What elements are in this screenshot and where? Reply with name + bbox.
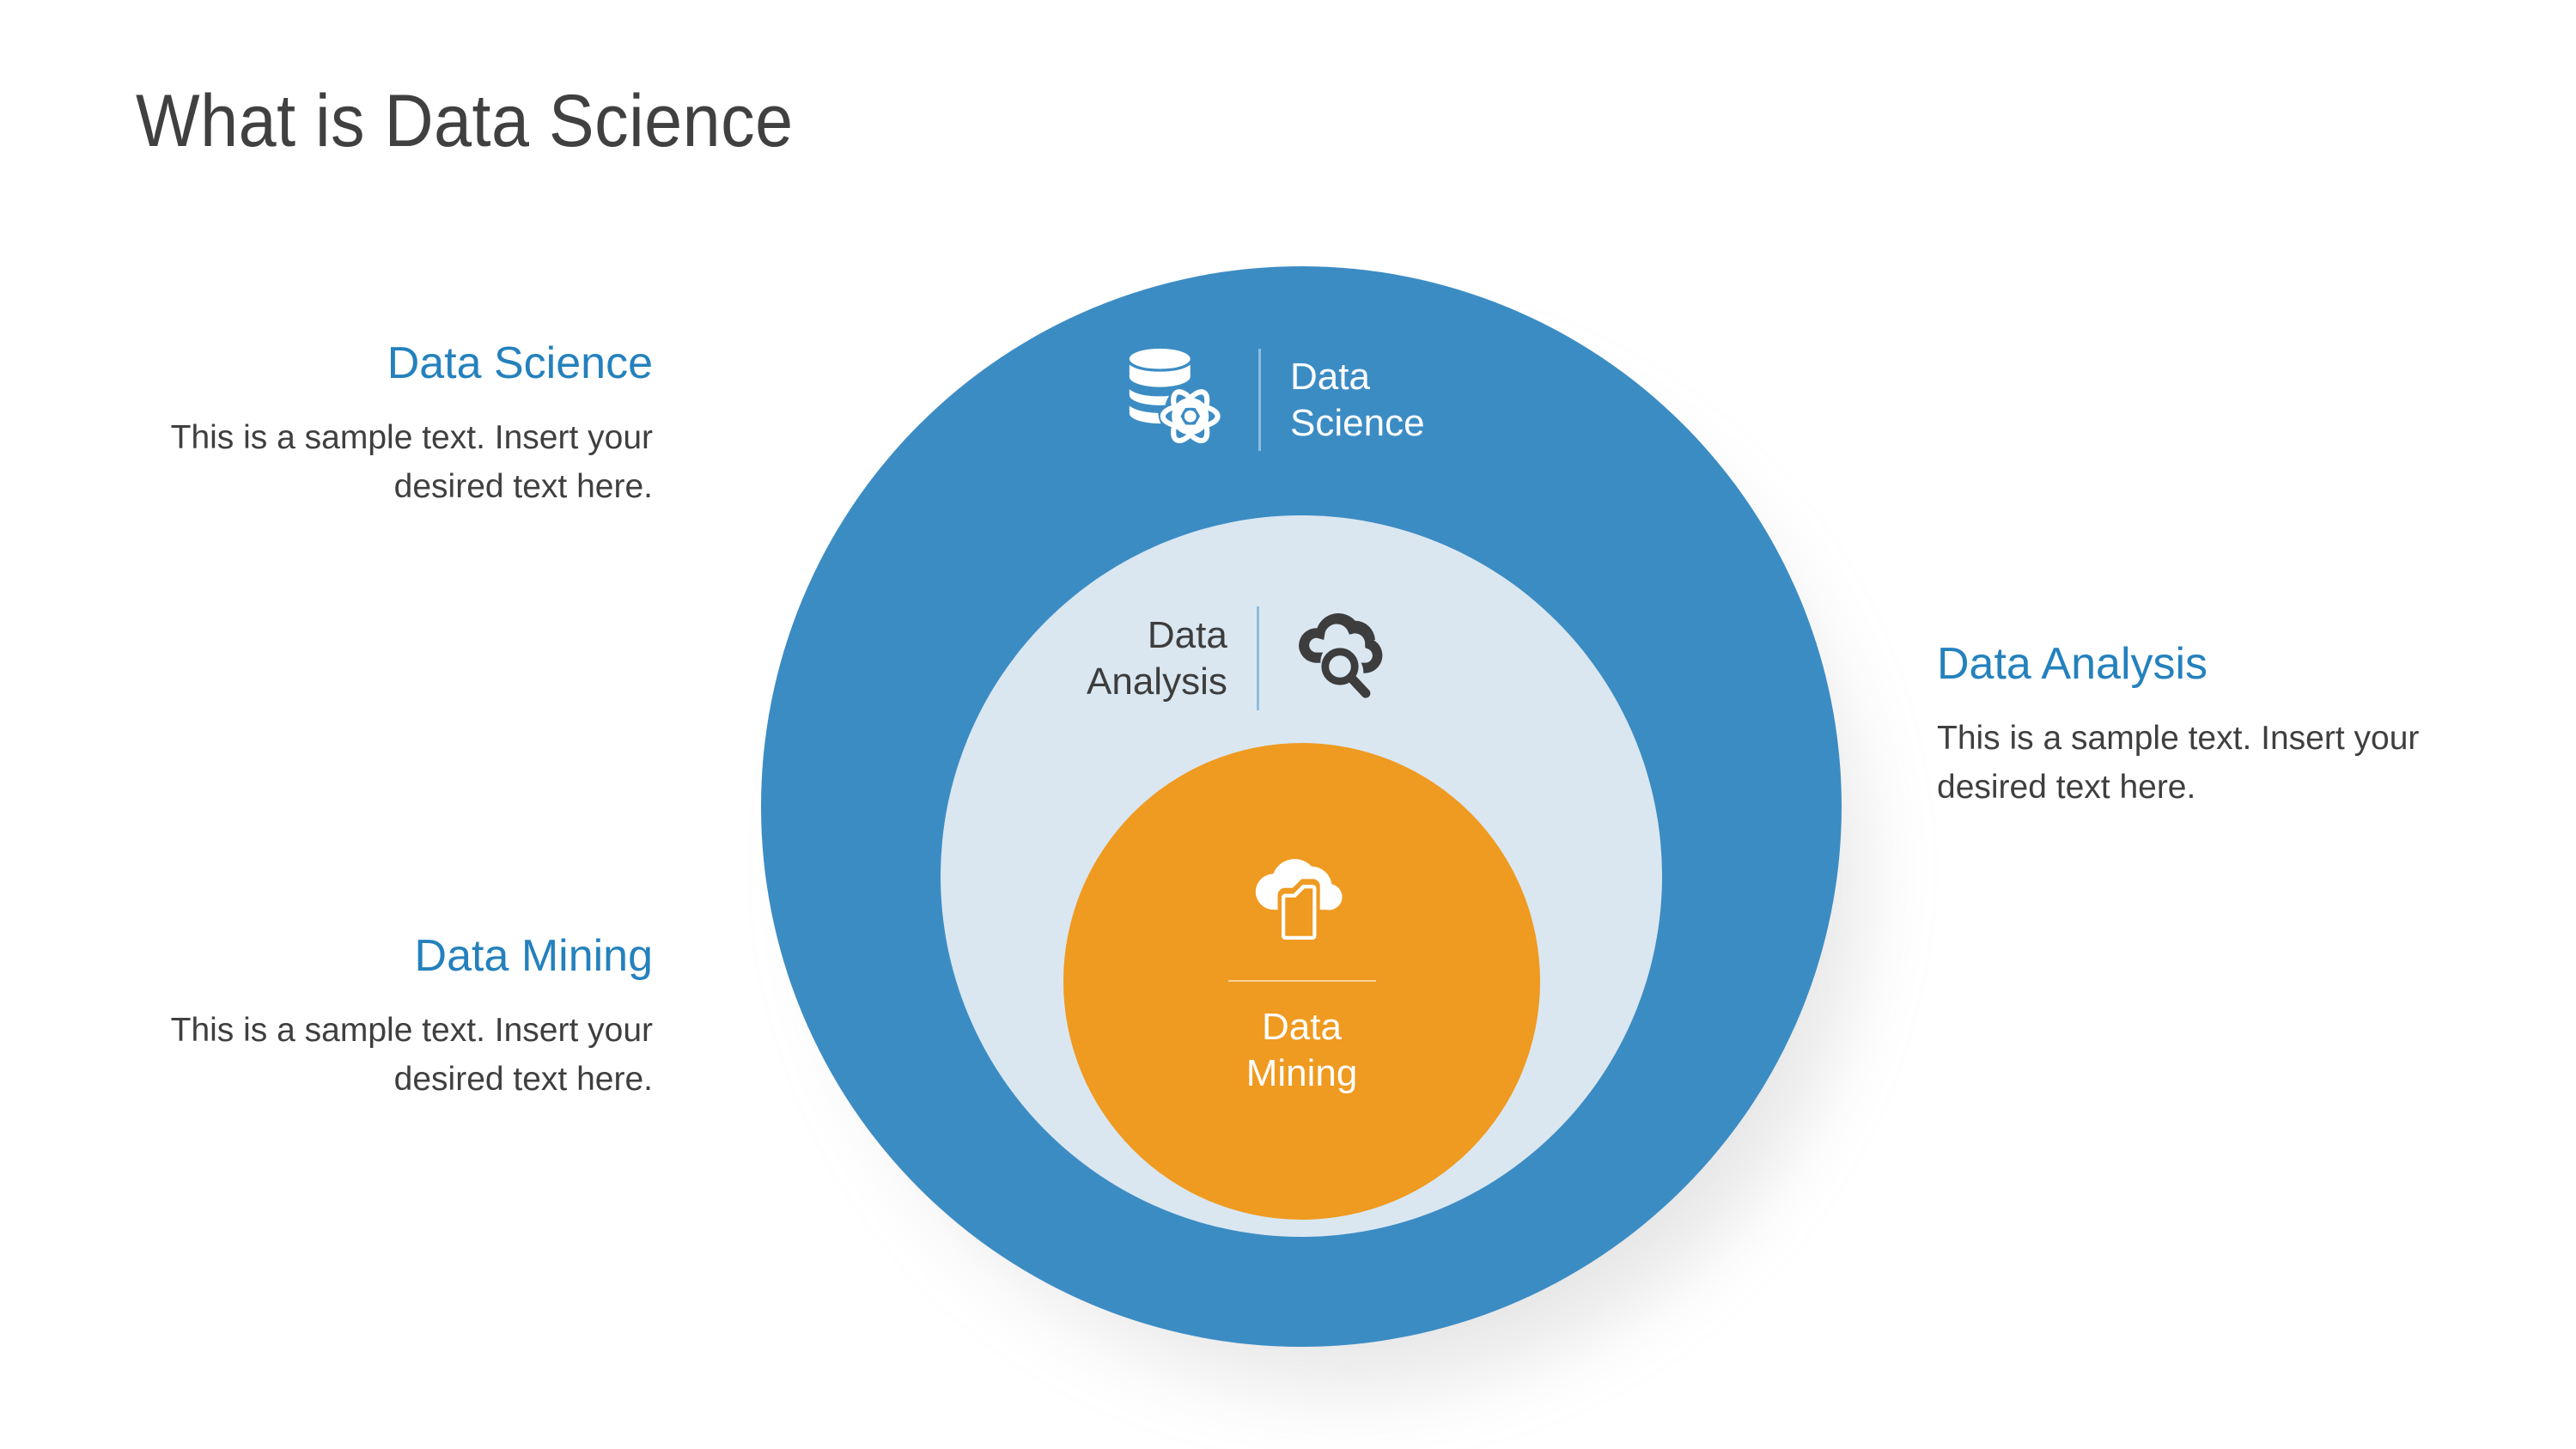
callout-data-mining[interactable]: Data Mining This is a sample text. Inser… [129,931,653,1104]
ring-content-data-analysis[interactable]: Data Analysis [1087,601,1398,715]
callout-body-data-analysis: This is a sample text. Insert your desir… [1937,720,2420,806]
callout-heading-data-science: Data Science [387,338,653,388]
callout-heading-data-mining: Data Mining [414,931,653,981]
ring-divider-data-science [1258,349,1261,451]
ring-divider-data-mining [1227,980,1376,982]
ring-label-data-mining: Data Mining [1245,1006,1358,1094]
callout-heading-data-analysis: Data Analysis [1937,639,2208,689]
ring-divider-data-analysis [1256,606,1259,710]
cloud-document-icon [1249,850,1355,961]
ring-label-data-science: Data Science [1290,355,1425,444]
callout-data-science[interactable]: Data Science This is a sample text. Inse… [137,338,653,511]
ring-content-data-science[interactable]: Data Science [1121,344,1425,456]
database-atom-icon [1121,344,1229,456]
ring-content-data-mining[interactable]: Data Mining [1063,850,1540,1096]
callout-data-analysis[interactable]: Data Analysis This is a sample text. Ins… [1937,639,2452,812]
callout-body-data-mining: This is a sample text. Insert your desir… [170,1012,653,1098]
page-title: What is Data Science [136,80,794,162]
callout-body-data-science: This is a sample text. Insert your desir… [170,419,653,505]
cloud-search-icon [1288,601,1398,715]
ring-label-data-analysis: Data Analysis [1087,613,1227,703]
